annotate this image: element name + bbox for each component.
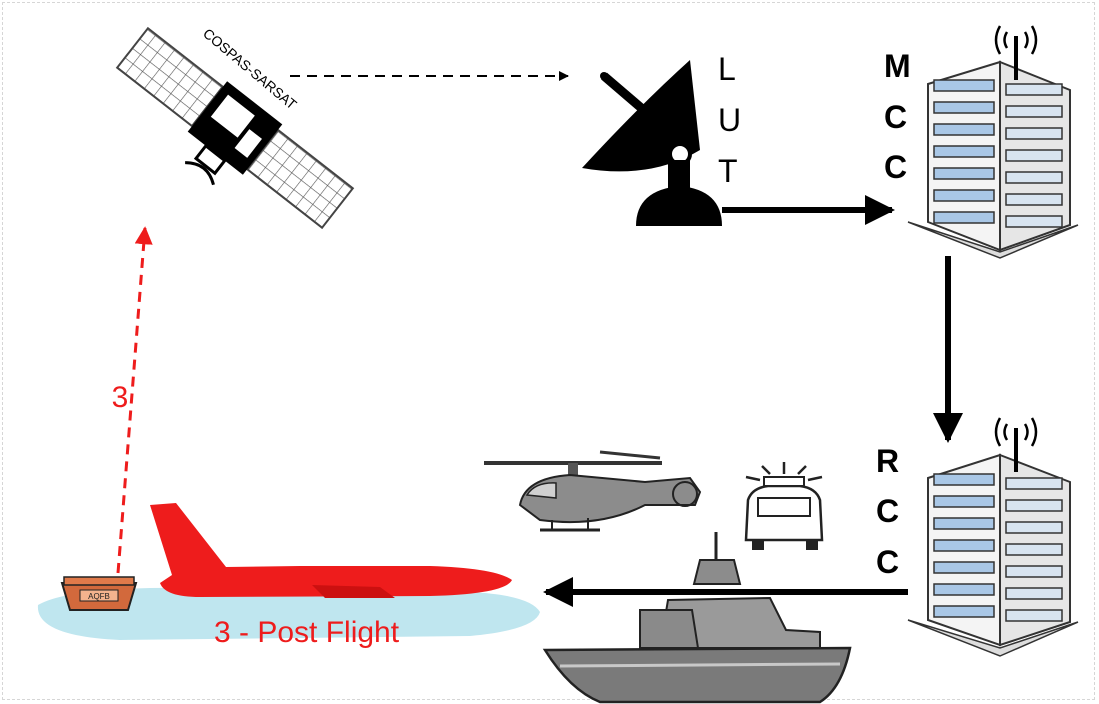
- phase-caption: 3 - Post Flight: [214, 616, 400, 649]
- building-window-row: [933, 145, 995, 158]
- building-window-row: [933, 167, 995, 180]
- mcc-building-icon: [907, 25, 1079, 259]
- rcc-letter-r: R: [876, 443, 899, 479]
- building-window-row: [1005, 543, 1063, 556]
- lut-letter-t: T: [718, 153, 738, 189]
- beacon-box-icon: AQFB: [60, 576, 138, 611]
- uplink-number: 3: [112, 381, 129, 414]
- building-window-row: [933, 495, 995, 508]
- rcc-letter-c2: C: [876, 544, 899, 580]
- satellite-icon: [115, 26, 355, 230]
- dish-antenna-icon: [582, 60, 722, 226]
- building-window-row: [1005, 105, 1063, 118]
- building-window-row: [1005, 499, 1063, 512]
- building-window-row: [933, 517, 995, 530]
- mcc-letter-c1: C: [884, 99, 907, 135]
- building-window-row: [933, 123, 995, 136]
- building-window-row: [1005, 477, 1063, 490]
- ship-icon: [542, 532, 852, 704]
- building-window-row: [933, 605, 995, 618]
- building-window-row: [933, 473, 995, 486]
- building-window-row: [1005, 83, 1063, 96]
- building-window-row: [933, 561, 995, 574]
- mcc-letter-m: M: [884, 48, 911, 84]
- building-window-row: [933, 189, 995, 202]
- ambulance-icon: [744, 462, 824, 550]
- antenna-signal-icon: [994, 25, 1038, 55]
- antenna-signal-icon: [994, 417, 1038, 447]
- building-window-row: [933, 101, 995, 114]
- building-window-row: [1005, 193, 1063, 206]
- rcc-letter-c1: C: [876, 493, 899, 529]
- building-window-row: [1005, 587, 1063, 600]
- lut-letter-l: L: [718, 51, 736, 87]
- building-window-row: [1005, 149, 1063, 162]
- solar-panel-left: [115, 26, 225, 128]
- building-window-row: [933, 211, 995, 224]
- building-window-row: [933, 583, 995, 596]
- building-window-row: [1005, 215, 1063, 228]
- solar-panel-right: [245, 128, 355, 230]
- building-window-row: [1005, 127, 1063, 140]
- building-window-row: [933, 79, 995, 92]
- rcc-building-icon: [907, 417, 1079, 657]
- helicopter-icon: [484, 450, 702, 532]
- beacon-label: AQFB: [88, 592, 110, 601]
- building-window-row: [1005, 171, 1063, 184]
- beacon-uplink-arrow: [116, 226, 153, 574]
- building-window-row: [1005, 565, 1063, 578]
- building-window-row: [1005, 521, 1063, 534]
- building-window-row: [933, 539, 995, 552]
- water-ellipse: [37, 587, 540, 640]
- building-window-row: [1005, 609, 1063, 622]
- lut-letter-u: U: [718, 102, 741, 138]
- mcc-letter-c2: C: [884, 149, 907, 185]
- aircraft-icon: [150, 503, 512, 598]
